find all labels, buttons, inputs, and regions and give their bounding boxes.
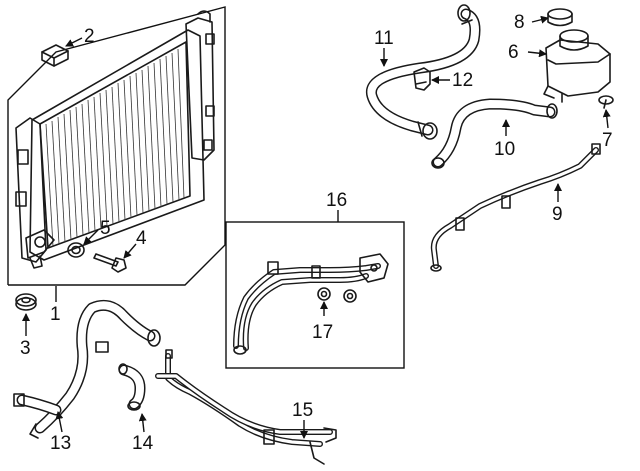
coolant-tube-15[interactable] (155, 349, 337, 465)
radiator[interactable] (15, 10, 215, 269)
callout-1: 1 (50, 304, 61, 325)
callout-15: 15 (292, 400, 313, 421)
drain-plug[interactable] (93, 253, 127, 273)
callout-16: 16 (326, 190, 347, 211)
callout-8: 8 (514, 12, 525, 33)
radiator-group-frame (7, 6, 226, 286)
radiator-upper-isolator[interactable] (41, 44, 69, 67)
o-ring[interactable] (67, 242, 85, 258)
upper-radiator-hose[interactable] (365, 4, 481, 140)
callout-labels: 1 2 3 4 5 6 7 8 9 10 11 12 13 14 15 16 1… (20, 12, 613, 454)
kit-frame (225, 221, 405, 369)
reservoir-bolt[interactable] (598, 95, 614, 109)
callout-6: 6 (508, 42, 519, 63)
callout-3: 3 (20, 338, 31, 359)
coolant-tube-9[interactable] (430, 143, 601, 272)
lower-radiator-hose[interactable] (13, 299, 161, 439)
callout-14: 14 (132, 433, 154, 454)
callout-11: 11 (374, 28, 394, 49)
hose-clamp[interactable] (413, 67, 431, 91)
radiator-hose-10[interactable] (431, 98, 558, 169)
callout-13: 13 (50, 433, 71, 454)
reservoir-cap[interactable] (547, 8, 573, 27)
callout-4: 4 (136, 228, 147, 249)
bypass-hose[interactable] (118, 363, 146, 411)
kit-o-rings[interactable] (317, 287, 357, 303)
radiator-fins (45, 48, 185, 247)
callout-12: 12 (452, 70, 473, 91)
callout-2: 2 (84, 26, 95, 47)
coolant-reservoir[interactable] (543, 29, 611, 103)
callout-7: 7 (602, 130, 613, 151)
radiator-lower-isolator[interactable] (15, 293, 37, 311)
leader-lines (22, 15, 611, 439)
callout-9: 9 (552, 204, 563, 225)
oil-cooler-tube-assembly[interactable] (233, 253, 389, 355)
callout-10: 10 (494, 139, 515, 160)
callout-17: 17 (312, 322, 333, 343)
callout-5: 5 (100, 218, 111, 239)
